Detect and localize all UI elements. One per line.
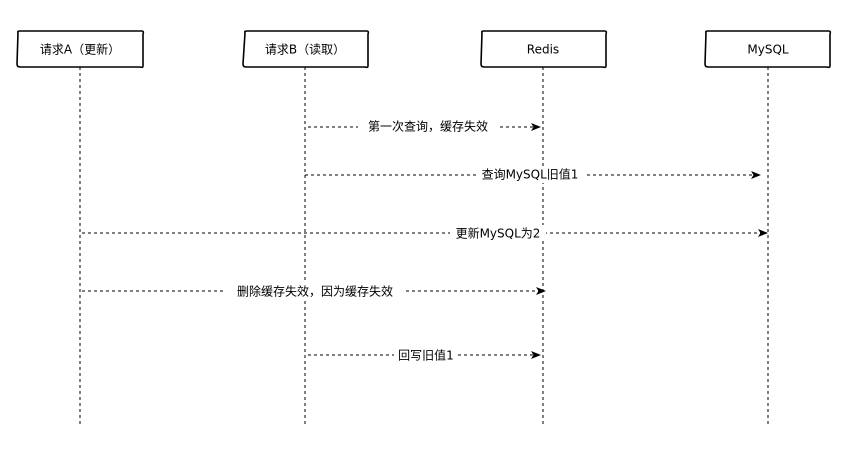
participant-label: MySQL (747, 43, 789, 57)
message-5[interactable]: 回写旧值1 (308, 347, 541, 363)
participant-mysql[interactable]: MySQL (704, 30, 832, 69)
message-2[interactable]: 查询MySQL旧值1 (305, 167, 761, 184)
message-label: 删除缓存失效，因为缓存失效 (237, 284, 393, 299)
participant-request-a[interactable]: 请求A（更新） (16, 30, 145, 69)
message-3[interactable]: 更新MySQL为2 (82, 225, 768, 241)
message-label: 回写旧值1 (398, 348, 454, 363)
message-4[interactable]: 删除缓存失效，因为缓存失效 (82, 283, 546, 299)
message-label: 查询MySQL旧值1 (482, 167, 579, 182)
message-1[interactable]: 第一次查询，缓存失效 (308, 119, 541, 136)
message-label: 第一次查询，缓存失效 (368, 119, 488, 134)
participant-label: Redis (527, 43, 559, 57)
participant-label: 请求B（读取） (265, 43, 345, 57)
message-label: 更新MySQL为2 (456, 226, 541, 241)
participant-request-b[interactable]: 请求B（读取） (242, 30, 370, 69)
participant-redis[interactable]: Redis (480, 30, 608, 69)
participant-label: 请求A（更新） (40, 42, 120, 57)
